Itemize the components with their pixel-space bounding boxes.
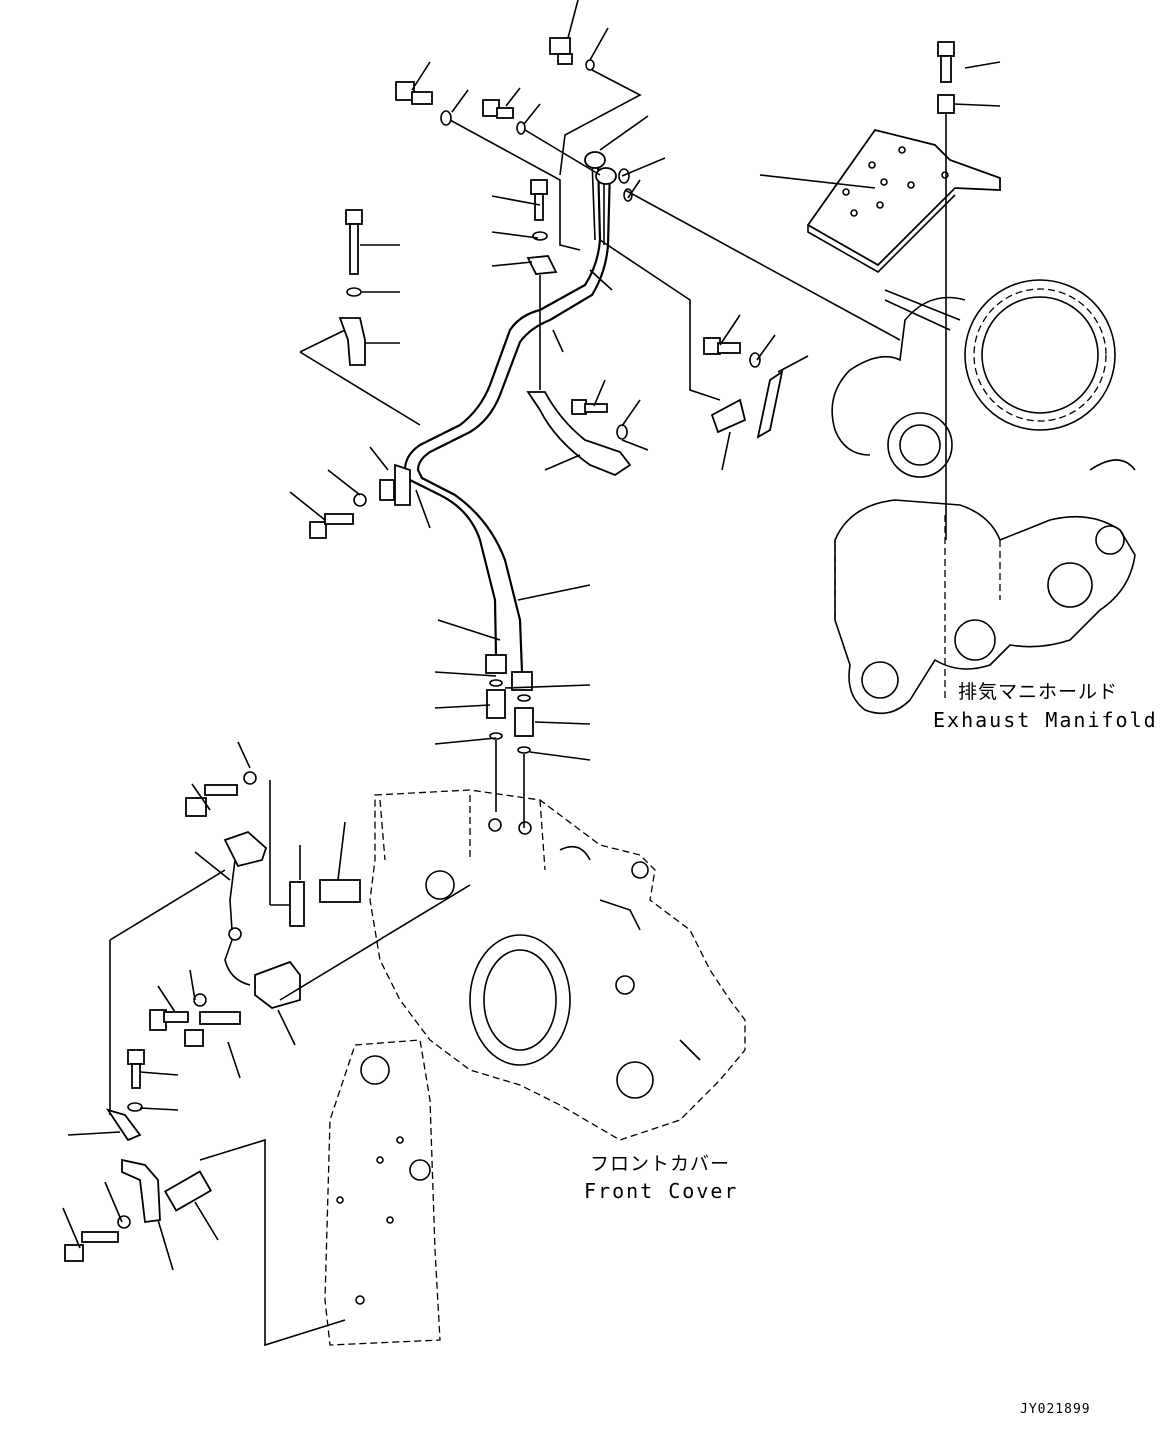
tube-fittings [485, 654, 534, 828]
clamps-and-bolts [299, 179, 784, 539]
banjo-fittings [395, 37, 901, 401]
front-cover-drawing [369, 789, 746, 1141]
heat-shield-plate [806, 128, 1001, 273]
gear-case-plate [324, 1039, 441, 1346]
exhaust-manifold-label-jp: 排気マニホールド [958, 681, 1119, 703]
bolt-top-right [937, 41, 955, 540]
exhaust-manifold-drawing [831, 279, 1136, 715]
sensor-assembly [109, 771, 471, 1115]
exhaust-manifold-label-en: Exhaust Manifold [933, 708, 1158, 732]
lower-bracket-assembly [64, 1049, 346, 1347]
front-cover-label-en: Front Cover [584, 1179, 739, 1203]
oil-tubes [403, 159, 612, 673]
drawing-code: JY021899 [1020, 1402, 1091, 1417]
leader-lines [62, 0, 1001, 1271]
front-cover-label-jp: フロントカバー [590, 1153, 731, 1175]
